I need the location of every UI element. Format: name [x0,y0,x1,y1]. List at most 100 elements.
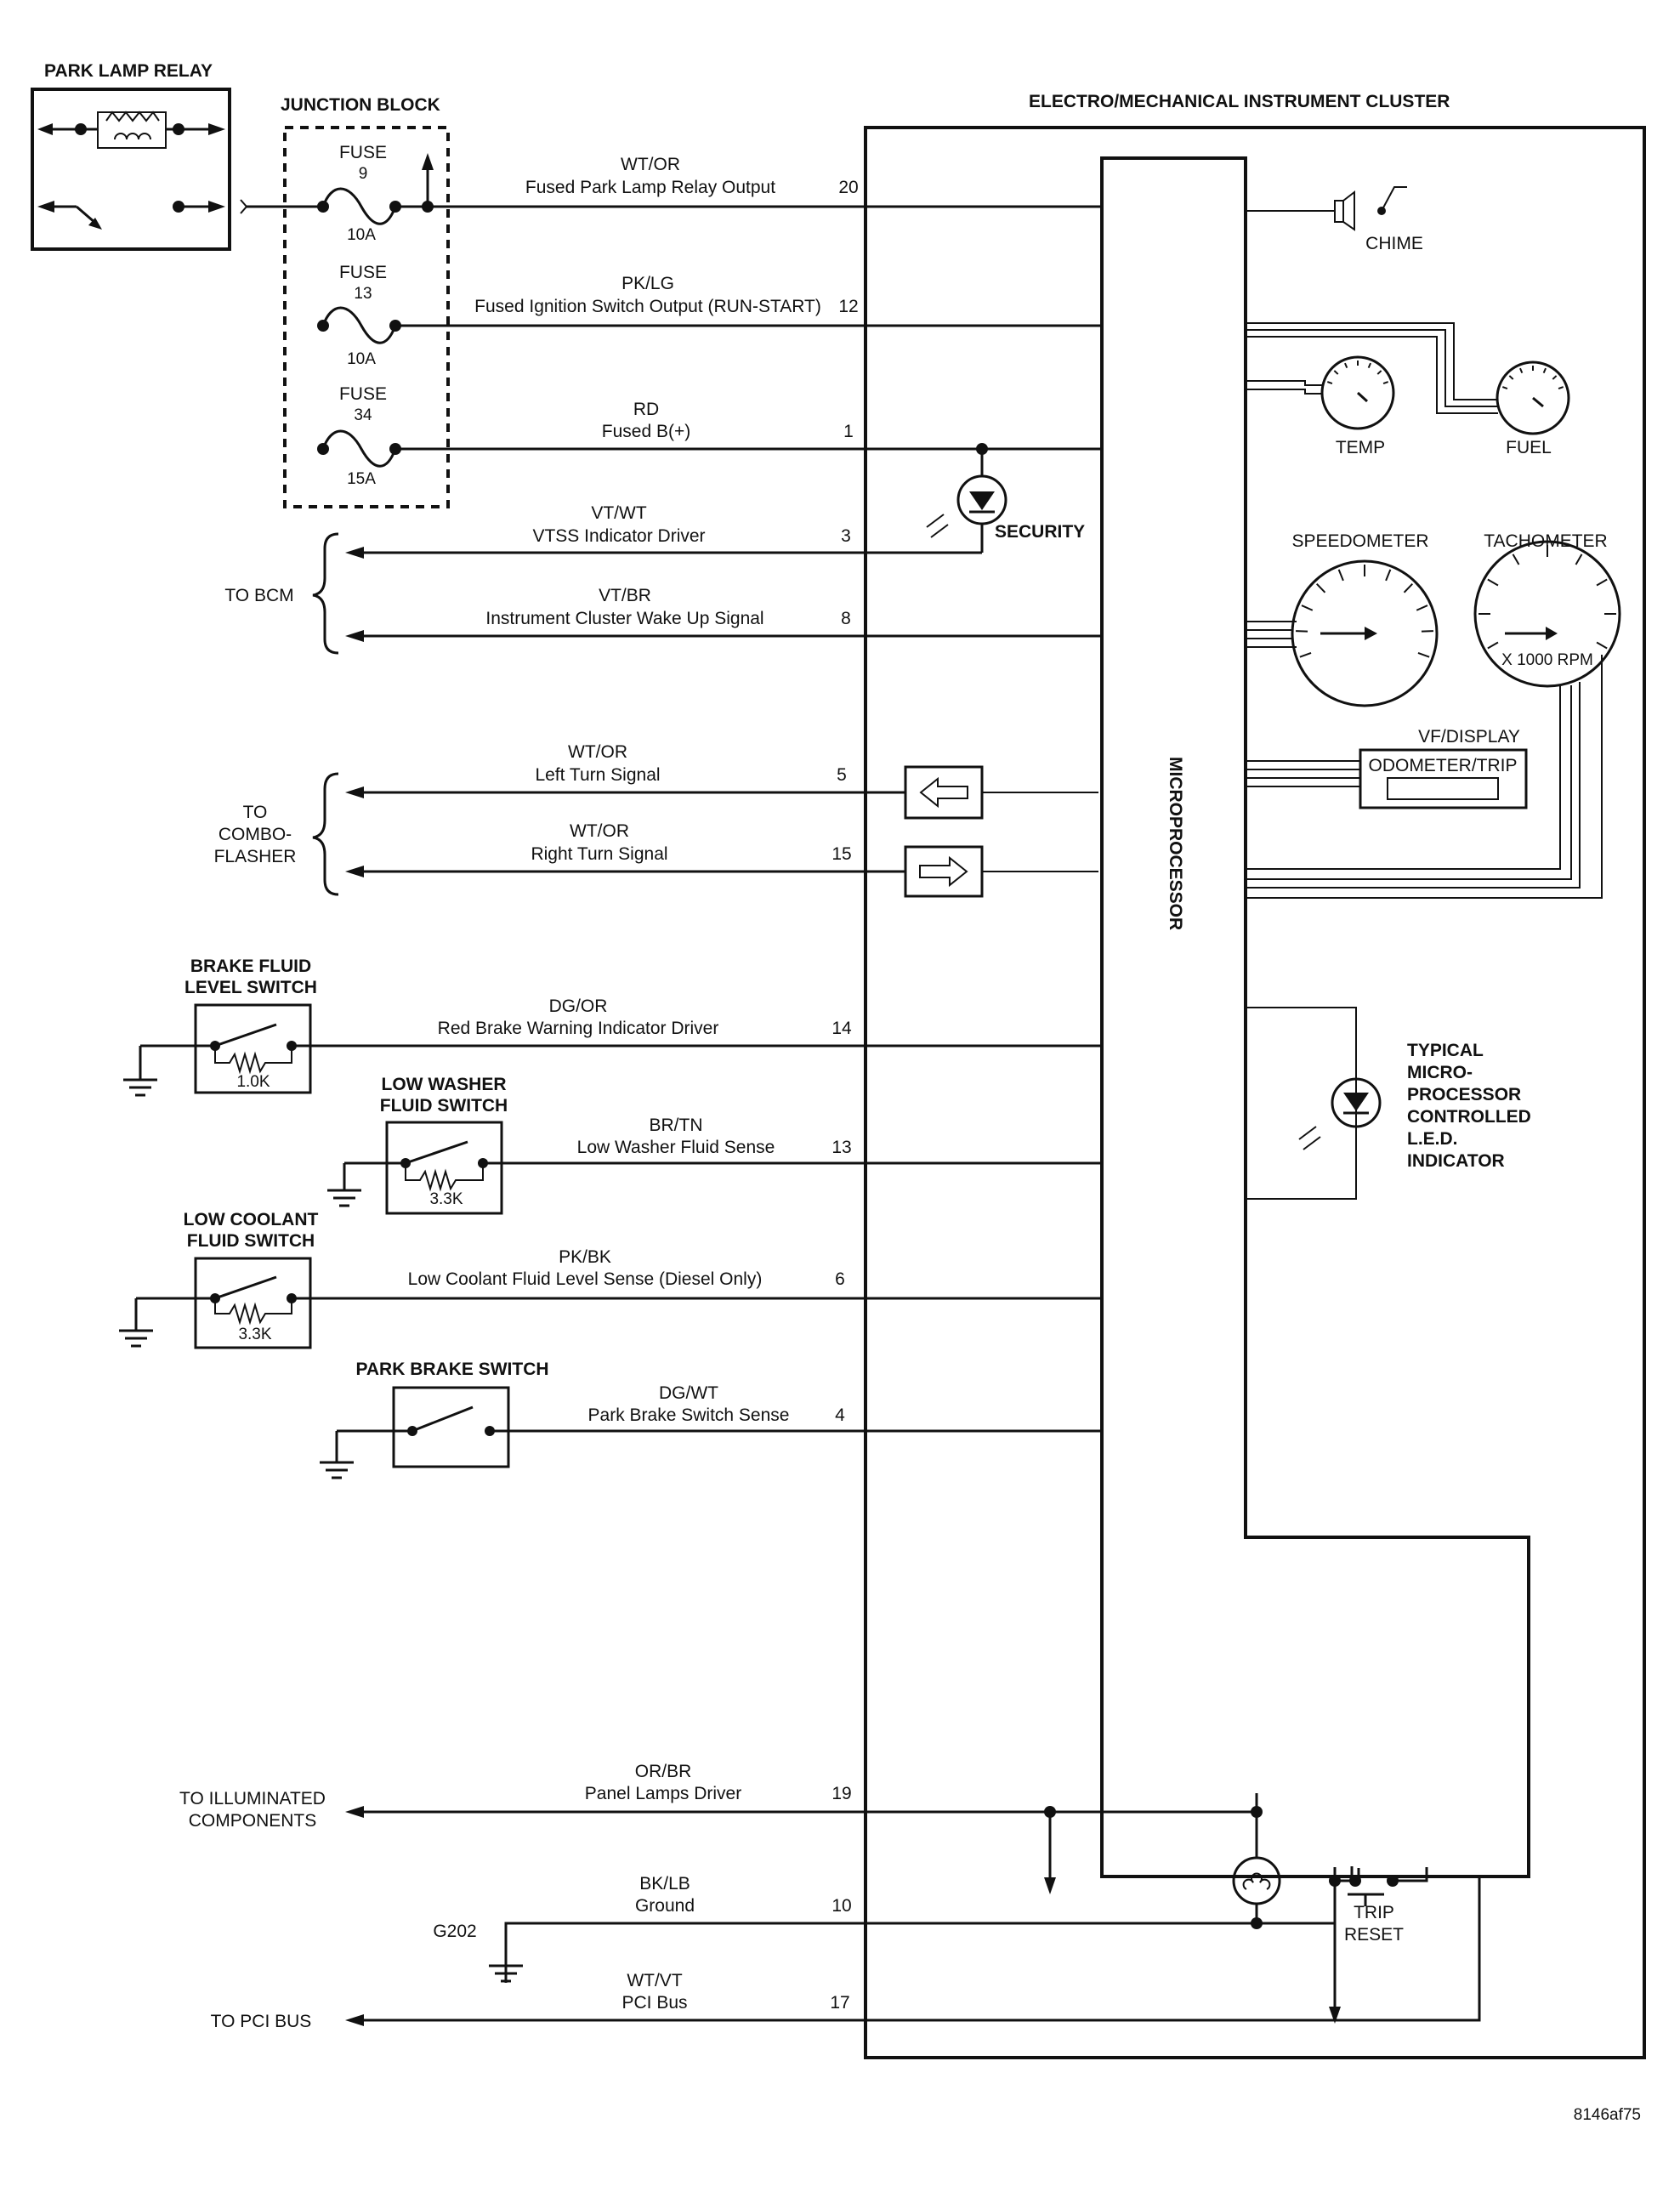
svg-text:13: 13 [354,285,372,303]
typical-led-indicator: TYPICAL MICRO- PROCESSOR CONTROLLED L.E.… [1246,1007,1531,1200]
gauge-tick [1417,651,1430,658]
svg-text:WT/OR: WT/OR [570,821,629,841]
circuit-13: BR/TN Low Washer Fluid Sense 13 [483,1116,1102,1165]
svg-text:VF/DISPLAY: VF/DISPLAY [1418,727,1520,747]
svg-text:FUSE: FUSE [339,263,387,282]
security-led: SECURITY [926,449,1085,553]
circuit-20: WT/OR Fused Park Lamp Relay Output 20 [428,155,1102,208]
chime: CHIME [1246,186,1423,253]
svg-text:14: 14 [831,1019,852,1038]
svg-text:TEMP: TEMP [1336,438,1385,457]
instrument-cluster: ELECTRO/MECHANICAL INSTRUMENT CLUSTER MI… [864,92,1646,2059]
gauge-tick [1416,605,1428,611]
gauge-tick [1316,583,1326,593]
svg-text:10A: 10A [347,226,376,244]
vf-display: VF/DISPLAY ODOMETER/TRIP [1246,727,1528,809]
park-lamp-relay-label: PARK LAMP RELAY [44,61,213,81]
circuit-19: OR/BR Panel Lamps Driver 19 TO ILLUMINAT… [179,1762,1263,1894]
gauge-tick [1333,370,1339,375]
park-lamp-relay-box [31,88,231,251]
relay-switch-contacts [37,201,225,230]
circuit-6: PK/BK Low Coolant Fluid Level Sense (Die… [292,1247,1102,1300]
svg-text:VT/WT: VT/WT [591,503,646,523]
circuit-14: DG/OR Red Brake Warning Indicator Driver… [292,996,1102,1048]
gauge-tick [1326,381,1333,384]
svg-text:RESET: RESET [1344,1925,1404,1945]
svg-text:Fused Ignition Switch Output (: Fused Ignition Switch Output (RUN-START) [474,297,821,316]
svg-text:WT/VT: WT/VT [627,1971,682,1990]
svg-text:INDICATOR: INDICATOR [1407,1151,1505,1171]
svg-text:Low Coolant Fluid Level Sense: Low Coolant Fluid Level Sense (Diesel On… [408,1269,763,1289]
low-washer-fluid-switch: LOW WASHER FLUID SWITCH 3.3K [326,1075,508,1215]
circuit-3: VT/WT VTSS Indicator Driver 3 [345,503,982,559]
circuit-15: WT/OR Right Turn Signal 15 [345,821,1098,877]
gauge-tick [1301,605,1314,611]
gauge-tick [1542,367,1547,374]
gauge-tick [1596,641,1608,650]
svg-text:Right Turn Signal: Right Turn Signal [531,844,667,864]
fuse-13: FUSE 13 10A [317,263,401,368]
cluster-outline [864,126,1646,2059]
svg-text:FLUID SWITCH: FLUID SWITCH [380,1096,508,1116]
svg-text:BR/TN: BR/TN [650,1116,703,1135]
svg-text:X 1000 RPM: X 1000 RPM [1501,651,1593,669]
svg-text:PK/LG: PK/LG [621,274,674,293]
circuit-17: WT/VT PCI Bus 17 TO PCI BUS [211,1877,1481,2031]
gauge-tick [1558,386,1564,389]
svg-text:MICRO-: MICRO- [1407,1063,1473,1082]
gauge-tick [1487,641,1499,650]
svg-text:L.E.D.: L.E.D. [1407,1129,1458,1149]
svg-text:VT/BR: VT/BR [599,586,651,605]
park-lamp-relay: PARK LAMP RELAY [31,61,289,251]
right-turn-indicator [904,845,984,898]
svg-text:Panel Lamps Driver: Panel Lamps Driver [585,1784,741,1803]
gauge-tick [1376,370,1382,375]
svg-text:CHIME: CHIME [1365,234,1423,253]
svg-text:WT/OR: WT/OR [621,155,680,174]
svg-text:WT/OR: WT/OR [568,742,627,762]
gauge-tick [1403,583,1413,593]
svg-text:CONTROLLED: CONTROLLED [1407,1107,1531,1127]
figure-id: 8146af75 [1574,2106,1641,2124]
svg-text:TO PCI BUS: TO PCI BUS [211,2012,312,2031]
fuse-9: FUSE 9 10A [289,143,434,244]
svg-text:Red Brake Warning Indicator Dr: Red Brake Warning Indicator Driver [438,1019,719,1038]
svg-text:Ground: Ground [635,1896,695,1916]
svg-text:9: 9 [359,165,368,183]
svg-text:17: 17 [830,1993,849,2013]
svg-text:LEVEL SWITCH: LEVEL SWITCH [184,978,317,997]
svg-text:10: 10 [831,1896,851,1916]
svg-text:Instrument Cluster Wake Up Sig: Instrument Cluster Wake Up Signal [485,609,763,628]
svg-text:5: 5 [837,765,847,785]
gauge-tick [1367,362,1371,369]
svg-text:COMPONENTS: COMPONENTS [189,1811,317,1831]
svg-text:RD: RD [633,400,659,419]
speedometer: SPEEDOMETER [1246,531,1439,707]
svg-text:3.3K: 3.3K [429,1190,463,1208]
gauge-tick [1385,569,1392,582]
svg-text:LOW COOLANT: LOW COOLANT [184,1210,319,1229]
gauge-tick [1519,367,1524,374]
svg-text:34: 34 [354,406,372,424]
svg-text:1.0K: 1.0K [236,1073,270,1091]
junction-block-label: JUNCTION BLOCK [281,95,440,115]
gauge-tick [1508,375,1514,380]
svg-text:DG/OR: DG/OR [549,996,608,1016]
svg-text:PROCESSOR: PROCESSOR [1407,1085,1521,1104]
svg-text:15A: 15A [347,470,376,488]
circuit-1: RD Fused B(+) 1 [395,400,1102,455]
junction-block: JUNCTION BLOCK FUSE 9 10A FUSE 13 10A FU… [281,95,450,508]
brake-fluid-level-switch: BRAKE FLUID LEVEL SWITCH 1.0K [122,957,317,1097]
svg-text:FLASHER: FLASHER [214,847,297,866]
circuit-4: DG/WT Park Brake Switch Sense 4 [490,1383,1102,1433]
trip-reset-switch: TRIP RESET [1329,1866,1428,2024]
relay-coil-symbol [37,111,225,149]
svg-text:6: 6 [835,1269,845,1289]
svg-text:3: 3 [841,526,851,546]
microprocessor-block [1100,156,1530,1878]
fuse-34: FUSE 34 15A [317,384,401,488]
gauge-tick [1596,578,1608,587]
svg-text:FUEL: FUEL [1506,438,1552,457]
svg-text:Low Washer Fluid Sense: Low Washer Fluid Sense [577,1138,775,1157]
